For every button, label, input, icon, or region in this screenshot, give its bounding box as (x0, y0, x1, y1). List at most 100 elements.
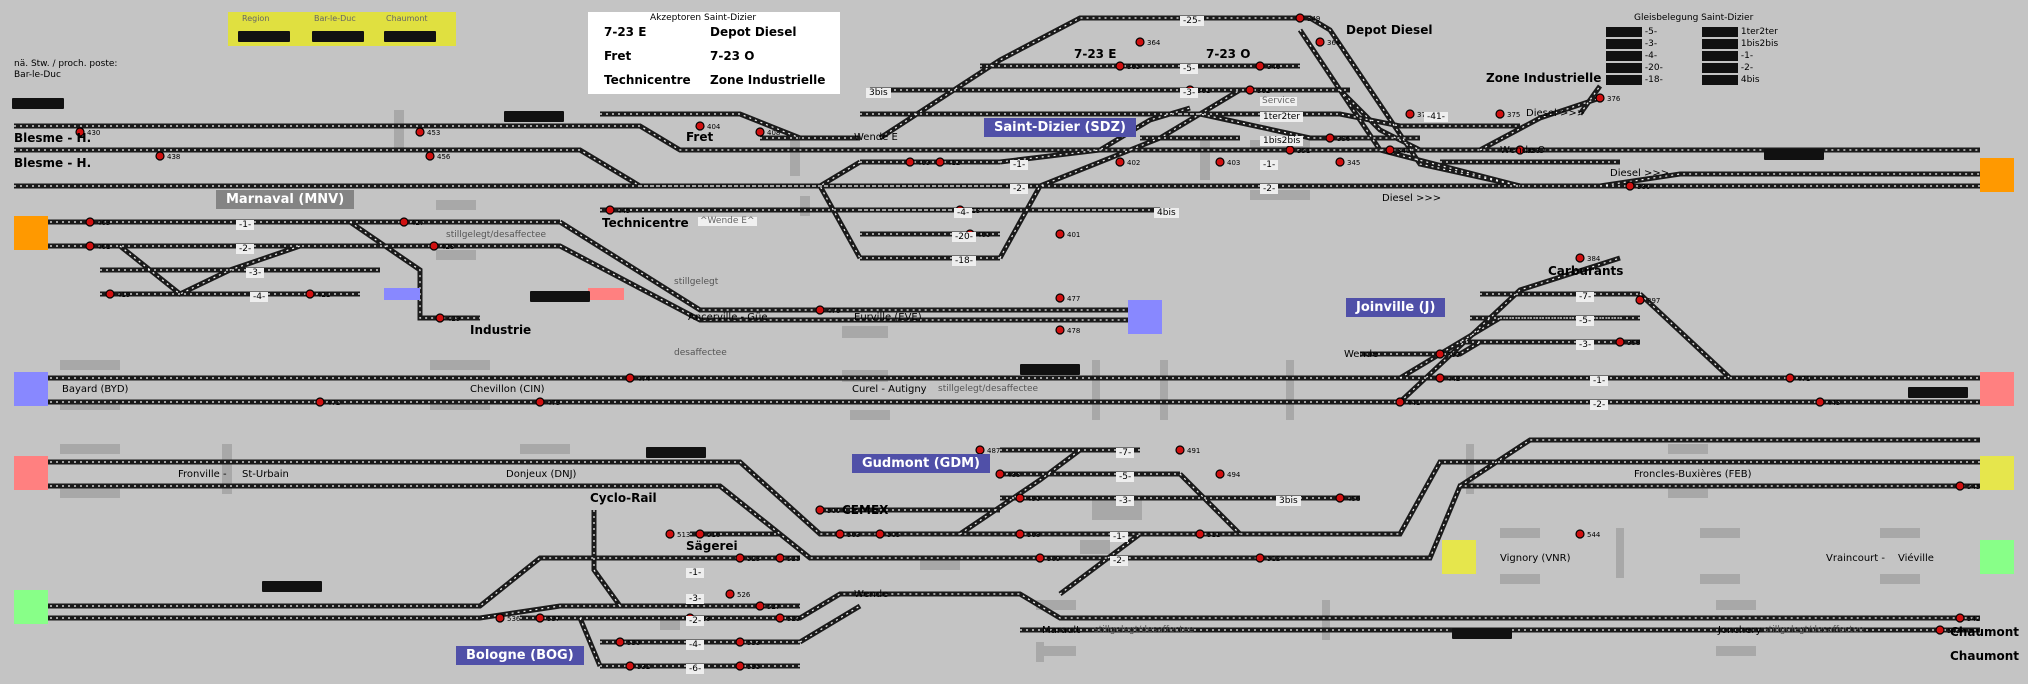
legend-item-7-23-e[interactable]: 7-23 E (604, 25, 647, 39)
legend-item-7-23-o[interactable]: 7-23 O (710, 49, 755, 63)
signal[interactable]: 535 (735, 661, 760, 671)
signal[interactable]: 397 (1635, 295, 1660, 305)
station-marnaval[interactable]: Marnaval (MNV) (216, 190, 355, 209)
signal[interactable]: 461 (85, 241, 110, 251)
track-number-sdz[interactable]: -4- (954, 208, 973, 218)
signal[interactable]: 351 (1285, 145, 1310, 155)
boundary-bologne-west[interactable] (14, 590, 48, 624)
signal[interactable]: 402 (1115, 157, 1140, 167)
boundary-joinville-east[interactable] (1980, 372, 2014, 406)
signal[interactable]: 503 (835, 529, 860, 539)
signal[interactable]: 362 (1245, 85, 1270, 95)
signal[interactable]: 453 (415, 127, 440, 137)
signal[interactable]: 336 (1325, 133, 1351, 143)
signal[interactable]: 375 (1495, 109, 1520, 119)
signal[interactable]: 471 (1785, 373, 1810, 383)
signal[interactable]: 366 (1315, 37, 1341, 47)
signal[interactable]: 463 (85, 217, 110, 227)
track-number-joinville[interactable]: -3- (1576, 340, 1595, 350)
track-number-sdz[interactable]: 3bis (866, 88, 891, 98)
signal[interactable]: 476 (815, 305, 841, 315)
track-number-mnv[interactable]: -3- (246, 268, 265, 278)
region-tab-chaumont[interactable]: Chaumont (386, 14, 428, 23)
boundary-marnaval-west[interactable] (14, 216, 48, 250)
boundary-froncles-east[interactable] (1980, 456, 2014, 490)
track-number-gdm[interactable]: -3- (1116, 496, 1135, 506)
signal[interactable]: 428 (429, 241, 454, 251)
signal[interactable]: 523 (735, 553, 760, 563)
signal[interactable]: 404 (695, 121, 721, 131)
signal[interactable]: 478 (1055, 325, 1080, 335)
signal[interactable]: 532 (625, 661, 650, 671)
signal[interactable]: 408 (755, 127, 780, 137)
signal[interactable]: 430 (75, 127, 100, 137)
signal[interactable]: 442 (1435, 373, 1460, 383)
track-number-bog[interactable]: -6- (686, 664, 705, 674)
signal[interactable]: 365 (1115, 61, 1140, 71)
signal[interactable]: 500 (815, 505, 840, 515)
signal[interactable]: 473 (535, 397, 560, 407)
track-number-gdm[interactable]: -1- (1110, 532, 1129, 542)
signal[interactable]: 527 (755, 601, 780, 611)
signal[interactable]: 529 (775, 613, 800, 623)
track-number-bog[interactable]: -4- (686, 640, 705, 650)
station-gudmont[interactable]: Gudmont (GDM) (852, 454, 990, 473)
track-number-sdz[interactable]: -3- (1180, 88, 1199, 98)
track-number-gdm[interactable]: -2- (1110, 556, 1129, 566)
track-number-gdm[interactable]: 3bis (1276, 496, 1301, 506)
signal[interactable]: 438 (155, 151, 180, 161)
track-number-bog[interactable]: -1- (686, 568, 705, 578)
signal[interactable]: 542 (1955, 613, 1980, 623)
signal[interactable]: 364 (1135, 37, 1161, 47)
boundary-fronville-west[interactable] (14, 456, 48, 490)
signal[interactable]: 443 (1815, 397, 1840, 407)
legend-item-zone-industrielle[interactable]: Zone Industrielle (710, 73, 826, 87)
track-number-sdz[interactable]: -25- (1180, 16, 1204, 26)
place-diesel-2[interactable]: Diesel >>> (1610, 168, 1670, 179)
track-number-joinville[interactable]: -5- (1576, 316, 1595, 326)
boundary-bayard-west[interactable] (14, 372, 48, 406)
signal[interactable]: 373 (1405, 109, 1430, 119)
track-number-sdz[interactable]: -1- (1010, 160, 1029, 170)
signal[interactable]: 491 (1175, 445, 1200, 455)
track-number-sdz[interactable]: -1- (1260, 160, 1279, 170)
boundary-industrie-blue[interactable] (384, 288, 420, 300)
station-joinville[interactable]: Joinville (J) (1346, 298, 1446, 317)
signal[interactable]: 441 (1395, 397, 1420, 407)
place-diesel-1[interactable]: Diesel >>> (1526, 108, 1586, 119)
signal[interactable]: 376 (1595, 93, 1621, 103)
place-diesel-3[interactable]: Diesel >>> (1382, 193, 1442, 204)
region-panel[interactable]: Region Bar-le-Duc Chaumont (228, 12, 456, 46)
region-tab-bar-le-duc[interactable]: Bar-le-Duc (314, 14, 356, 23)
boundary-vignory-west[interactable] (1442, 540, 1476, 574)
track-number-joinville[interactable]: -7- (1576, 292, 1595, 302)
track-number-bog[interactable]: -3- (686, 594, 705, 604)
signal[interactable]: 380 (1625, 181, 1650, 191)
track-number-sdz[interactable]: -18- (952, 256, 976, 266)
boundary-vignory-east[interactable] (1980, 540, 2014, 574)
signal[interactable]: 429 (435, 313, 460, 323)
boundary-eurville[interactable] (1128, 300, 1162, 334)
track-number-mnv[interactable]: -2- (236, 244, 255, 254)
signal[interactable]: 427 (399, 217, 424, 227)
legend-item-depot-diesel[interactable]: Depot Diesel (710, 25, 797, 39)
signal[interactable]: 508 (1015, 529, 1040, 539)
signal[interactable]: 533 (735, 637, 760, 647)
signal[interactable]: 509 (1035, 553, 1060, 563)
signal[interactable]: 490 (1015, 493, 1040, 503)
signal[interactable]: 536 (495, 613, 521, 623)
signal[interactable]: 537 (535, 613, 560, 623)
signal[interactable]: 419 (105, 289, 130, 299)
signal[interactable]: 474 (625, 373, 651, 383)
track-number-sdz[interactable]: -5- (1180, 64, 1199, 74)
track-number-mnv[interactable]: -4- (250, 292, 269, 302)
signal[interactable]: 345 (1335, 157, 1360, 167)
signal[interactable]: 505 (875, 529, 900, 539)
signal[interactable]: 516 (695, 529, 721, 539)
track-number-mnv[interactable]: -1- (236, 220, 255, 230)
track-number-sdz[interactable]: 1bis2bis (1260, 136, 1304, 146)
boundary-saint-dizier-east[interactable] (1980, 158, 2014, 192)
station-bologne[interactable]: Bologne (BOG) (456, 646, 584, 665)
signal[interactable]: 421 (305, 289, 330, 299)
signal[interactable]: 544 (1575, 529, 1601, 539)
